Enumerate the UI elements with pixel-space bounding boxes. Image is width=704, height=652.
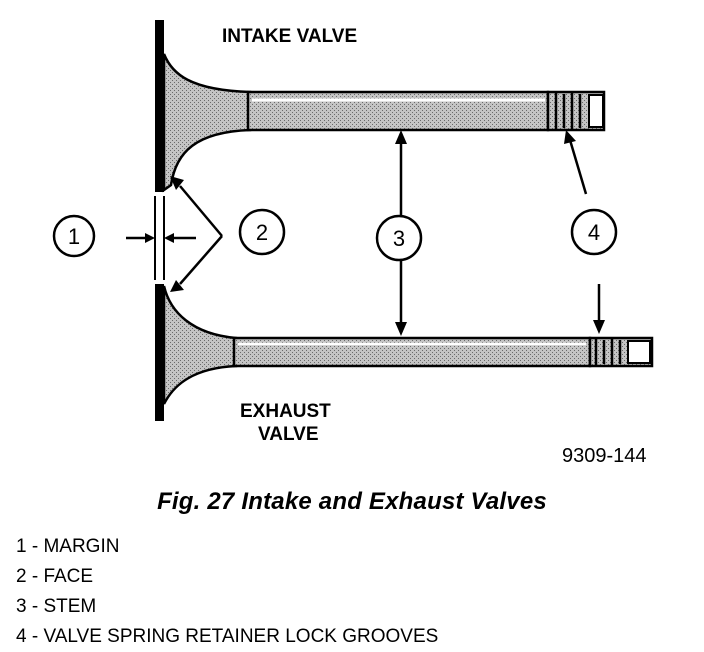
exhaust-valve-stem — [232, 336, 592, 368]
legend-item-stem: 3 - STEM — [16, 596, 97, 617]
callout-1-number: 1 — [68, 224, 80, 249]
exhaust-valve-label-line1: EXHAUST — [240, 401, 331, 422]
exhaust-valve — [155, 284, 654, 421]
callout-2-number: 2 — [256, 220, 268, 245]
legend-item-margin: 1 - MARGIN — [16, 536, 120, 557]
callout-2-face: 2 — [170, 176, 286, 292]
intake-valve — [155, 20, 606, 193]
callout-1-circle — [52, 214, 96, 258]
legend-item-lock-grooves: 4 - VALVE SPRING RETAINER LOCK GROOVES — [16, 626, 439, 647]
callout-1-margin: 1 — [52, 196, 196, 280]
legend-item-face: 2 - FACE — [16, 566, 94, 587]
callout-3-stem: 3 — [375, 130, 423, 336]
callout-3-number: 3 — [393, 226, 405, 251]
exhaust-valve-head — [155, 284, 164, 421]
callout-3-circle — [375, 214, 423, 262]
figure-caption: Fig. 27 Intake and Exhaust Valves — [157, 488, 547, 515]
exhaust-valve-neck — [162, 285, 238, 405]
callout-4-circle — [570, 208, 618, 256]
figure-code: 9309-144 — [562, 445, 647, 467]
callout-4-number: 4 — [588, 220, 600, 245]
intake-valve-neck — [162, 53, 252, 193]
valve-diagram: INTAKE VALVE EXHAUST VALVE 9309-144 1 2 … — [52, 20, 654, 467]
exhaust-valve-label-line2: VALVE — [258, 424, 319, 445]
callout-2-circle — [238, 208, 286, 256]
intake-valve-stem — [246, 90, 550, 132]
legend-list: 1 - MARGIN 2 - FACE 3 - STEM 4 - VALVE S… — [16, 532, 438, 652]
callout-4-lock-grooves: 4 — [564, 130, 618, 334]
intake-valve-head — [155, 20, 164, 192]
intake-valve-label: INTAKE VALVE — [222, 26, 357, 47]
